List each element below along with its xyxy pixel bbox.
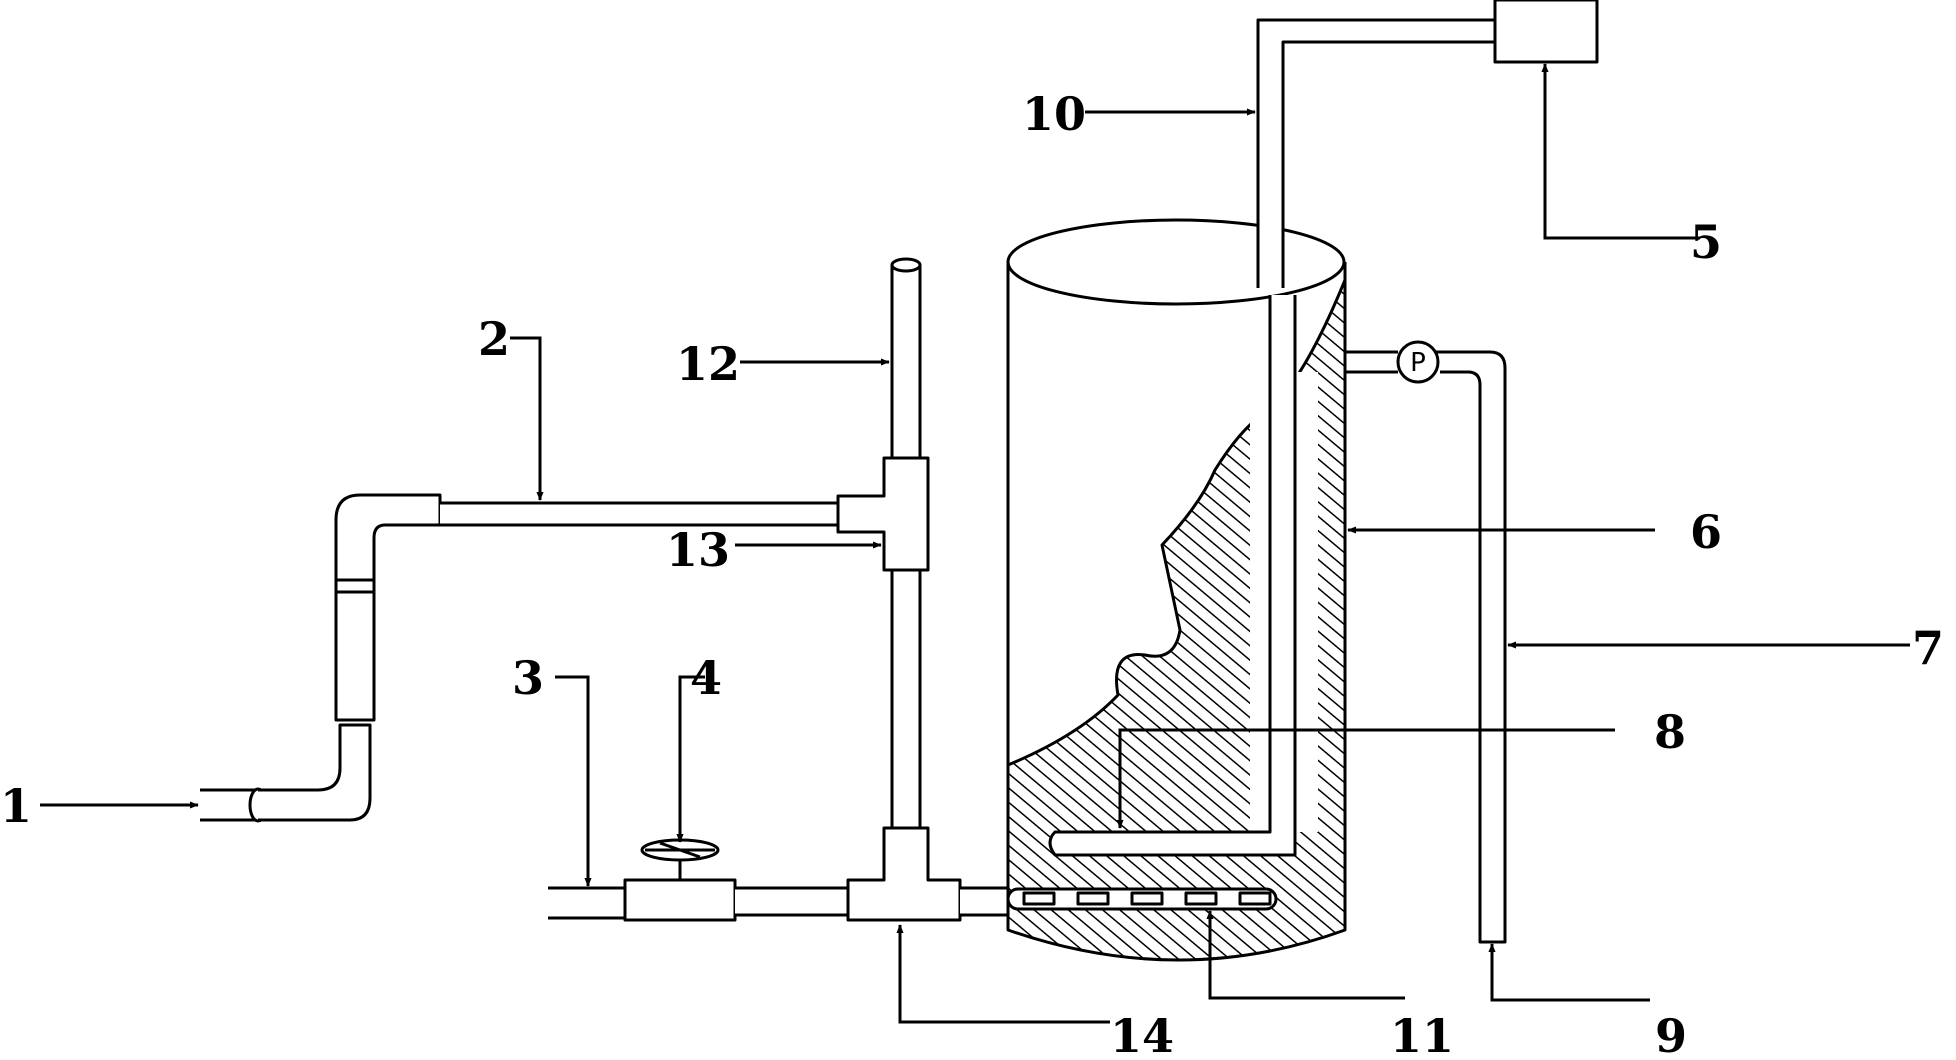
leader-3 [555, 675, 592, 887]
tank-top-rim [1006, 218, 1346, 306]
feed-pipe-mid [735, 886, 850, 917]
inlet-coupling-low [334, 578, 376, 722]
label-1: 1 [0, 779, 32, 833]
sparger [1006, 887, 1278, 911]
inlet-coupling-high [334, 578, 376, 594]
leader-11 [1206, 910, 1405, 1000]
sparger-hole [1076, 891, 1110, 906]
label-8: 8 [1654, 705, 1686, 759]
leader-2 [510, 336, 544, 501]
leader-9 [1488, 943, 1650, 1002]
callout-labels: 1 2 3 4 5 6 7 8 9 10 11 12 13 14 [0, 87, 1944, 1060]
valve-body [623, 878, 737, 922]
label-3: 3 [512, 651, 544, 705]
label-7: 7 [1912, 621, 1944, 675]
pump-label: P [1410, 348, 1426, 378]
pipe-2 [440, 501, 840, 527]
label-5: 5 [1690, 215, 1722, 269]
sparger-hole [1238, 891, 1272, 906]
collector-box [1493, 0, 1599, 64]
label-10: 10 [1022, 87, 1086, 141]
internal-l-pipe [1048, 295, 1297, 857]
label-12: 12 [676, 337, 740, 391]
inlet-elbow-top [334, 493, 442, 580]
label-2: 2 [478, 312, 510, 366]
vent-pipe-top [890, 257, 922, 273]
leader-14 [896, 924, 1110, 1024]
leader-5 [1541, 63, 1700, 240]
vertical-riser [890, 568, 922, 830]
label-13: 13 [666, 523, 730, 577]
label-14: 14 [1110, 1009, 1174, 1060]
upper-tee [836, 456, 930, 572]
recirculation-pipe [1345, 350, 1507, 944]
leader-4 [676, 675, 705, 843]
inlet-hose [200, 788, 257, 822]
lower-tee [846, 826, 962, 922]
feed-pipe-right [960, 886, 1010, 917]
label-6: 6 [1690, 505, 1722, 559]
inlet-pipe-lower-bend [258, 723, 372, 822]
leader-8 [1116, 728, 1615, 829]
pump-circle [1396, 340, 1440, 384]
sparger-hole [1184, 891, 1218, 906]
label-9: 9 [1655, 1009, 1687, 1060]
label-11: 11 [1390, 1009, 1454, 1060]
feed-pipe-left [548, 886, 627, 920]
sparger-hole [1022, 891, 1056, 906]
valve-handwheel-bar [659, 841, 701, 859]
label-4: 4 [690, 651, 722, 705]
sparger-hole [1130, 891, 1164, 906]
